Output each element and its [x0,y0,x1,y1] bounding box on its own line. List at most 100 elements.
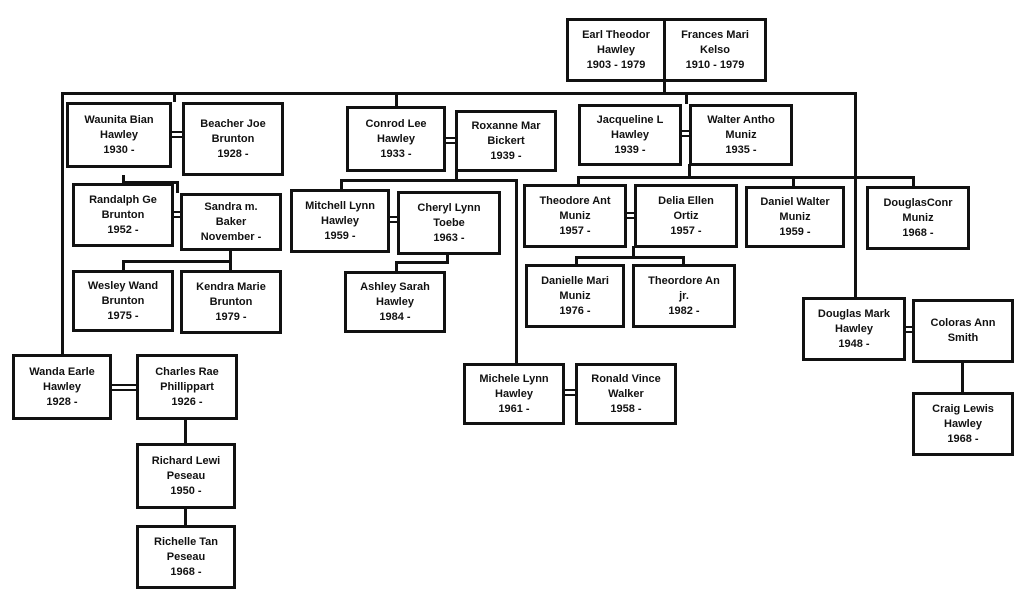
person-dates: 1930 - [103,143,135,156]
person-dates: 1939 - [614,143,646,156]
connector-line [122,181,178,184]
connector-line [577,176,580,184]
spouse-connector [387,221,399,223]
person-dates: 1935 - [725,143,757,156]
connector-line [961,362,964,392]
person-box-douglasconr-muniz: DouglasConr Muniz 1968 - [866,186,970,250]
person-name-line: Muniz [725,128,757,141]
person-box-jacqueline-hawley: Jacqueline L Hawley 1939 - [578,104,682,166]
connector-line [229,250,232,262]
person-name-line: Cheryl Lynn [417,201,481,214]
person-box-roxanne-bickert: Roxanne Mar Bickert 1939 - [455,110,557,172]
person-name-line: Hawley [835,322,873,335]
person-box-cheryl-toebe: Cheryl Lynn Toebe 1963 - [397,191,501,255]
person-name-line: Delia Ellen [658,194,714,207]
person-name-line: Walker [608,387,644,400]
person-box-douglas-mark-hawley: Douglas Mark Hawley 1948 - [802,297,906,361]
spouse-connector [170,136,184,138]
person-name-line: Muniz [779,210,811,223]
person-dates: 1975 - [107,309,139,322]
person-box-mitchell-hawley: Mitchell Lynn Hawley 1959 - [290,189,390,253]
person-name-line: Hawley [321,214,359,227]
person-name-line: Charles Rae [155,365,219,378]
connector-line [682,256,685,264]
person-dates: 1984 - [379,310,411,323]
connector-line [229,260,232,270]
connector-line [685,92,688,104]
person-box-ashley-hawley: Ashley Sarah Hawley 1984 - [344,271,446,333]
person-name-line: Wanda Earle [29,365,95,378]
person-box-michele-hawley: Michele Lynn Hawley 1961 - [463,363,565,425]
connector-line [912,176,915,186]
person-box-wesley-brunton: Wesley Wand Brunton 1975 - [72,270,174,332]
connector-line [61,92,857,95]
person-name-line: Jacqueline L [596,113,664,126]
person-name-line: Beacher Joe [200,117,266,130]
person-box-sandra-baker: Sandra m. Baker November - [180,193,282,251]
person-box-danielle-muniz: Danielle Mari Muniz 1976 - [525,264,625,328]
person-name-line: Waunita Bian [84,113,154,126]
person-name-line: Muniz [902,211,934,224]
person-dates: 1979 - [215,310,247,323]
person-name-line: Daniel Walter [760,195,830,208]
spouse-connector [681,135,691,137]
connector-line [663,82,666,94]
person-box-earl-theodor-hawley: Earl Theodor Hawley 1903 - 1979 [566,18,666,82]
person-dates: 1928 - [46,395,78,408]
connector-line [122,175,125,183]
person-box-kendra-brunton: Kendra Marie Brunton 1979 - [180,270,282,334]
person-box-frances-mari-kelso: Frances Mari Kelso 1910 - 1979 [663,18,767,82]
person-name-line: Hawley [597,43,635,56]
connector-line [61,92,64,355]
person-dates: 1948 - [838,337,870,350]
spouse-connector [563,394,577,396]
connector-line [395,261,449,264]
person-name-line: Kelso [700,43,730,56]
person-dates: 1903 - 1979 [586,58,646,71]
person-dates: 1968 - [902,226,934,239]
person-dates: 1959 - [324,229,356,242]
person-name-line: Hawley [495,387,533,400]
person-name-line: Walter Antho [707,113,775,126]
person-name-line: Baker [215,215,247,228]
connector-line [122,260,125,270]
person-box-conrod-lee-hawley: Conrod Lee Hawley 1933 - [346,106,446,172]
person-box-richelle-peseau: Richelle Tan Peseau 1968 - [136,525,236,589]
person-dates: 1939 - [490,149,522,162]
person-dates: 1982 - [668,304,700,317]
person-name-line: Danielle Mari [541,274,609,287]
person-name-line: Muniz [559,209,591,222]
person-name-line: Hawley [377,132,415,145]
person-box-waunita-hawley: Waunita Bian Hawley 1930 - [66,102,172,168]
person-name-line: Mitchell Lynn [305,199,375,212]
connector-line [173,92,176,102]
person-dates: 1926 - [171,395,203,408]
spouse-connector [172,211,182,213]
connector-line [854,92,857,297]
person-name-line: DouglasConr [883,196,953,209]
person-dates: 1928 - [217,147,249,160]
person-dates: 1963 - [433,231,465,244]
person-name-line: Hawley [944,417,982,430]
connector-line [446,253,449,263]
person-box-richard-peseau: Richard Lewi Peseau 1950 - [136,443,236,509]
person-dates: 1968 - [947,432,979,445]
connector-line [340,179,343,189]
person-name-line: Theordore An [648,274,720,287]
person-name-line: Hawley [376,295,414,308]
person-dates: 1976 - [559,304,591,317]
person-name-line: Peseau [166,469,206,482]
connector-line [577,176,915,179]
person-box-walter-muniz: Walter Antho Muniz 1935 - [689,104,793,166]
spouse-connector [445,137,457,139]
person-box-wanda-hawley: Wanda Earle Hawley 1928 - [12,354,112,420]
person-name-line: Theodore Ant [539,194,611,207]
connector-line [515,179,518,364]
connector-line [395,92,398,106]
person-box-charles-phillippart: Charles Rae Phillippart 1926 - [136,354,238,420]
person-box-theordore-jr: Theordore An jr. 1982 - [632,264,736,328]
spouse-connector [903,326,915,328]
person-box-theodore-muniz: Theodore Ant Muniz 1957 - [523,184,627,248]
person-name-line: Richard Lewi [151,454,221,467]
